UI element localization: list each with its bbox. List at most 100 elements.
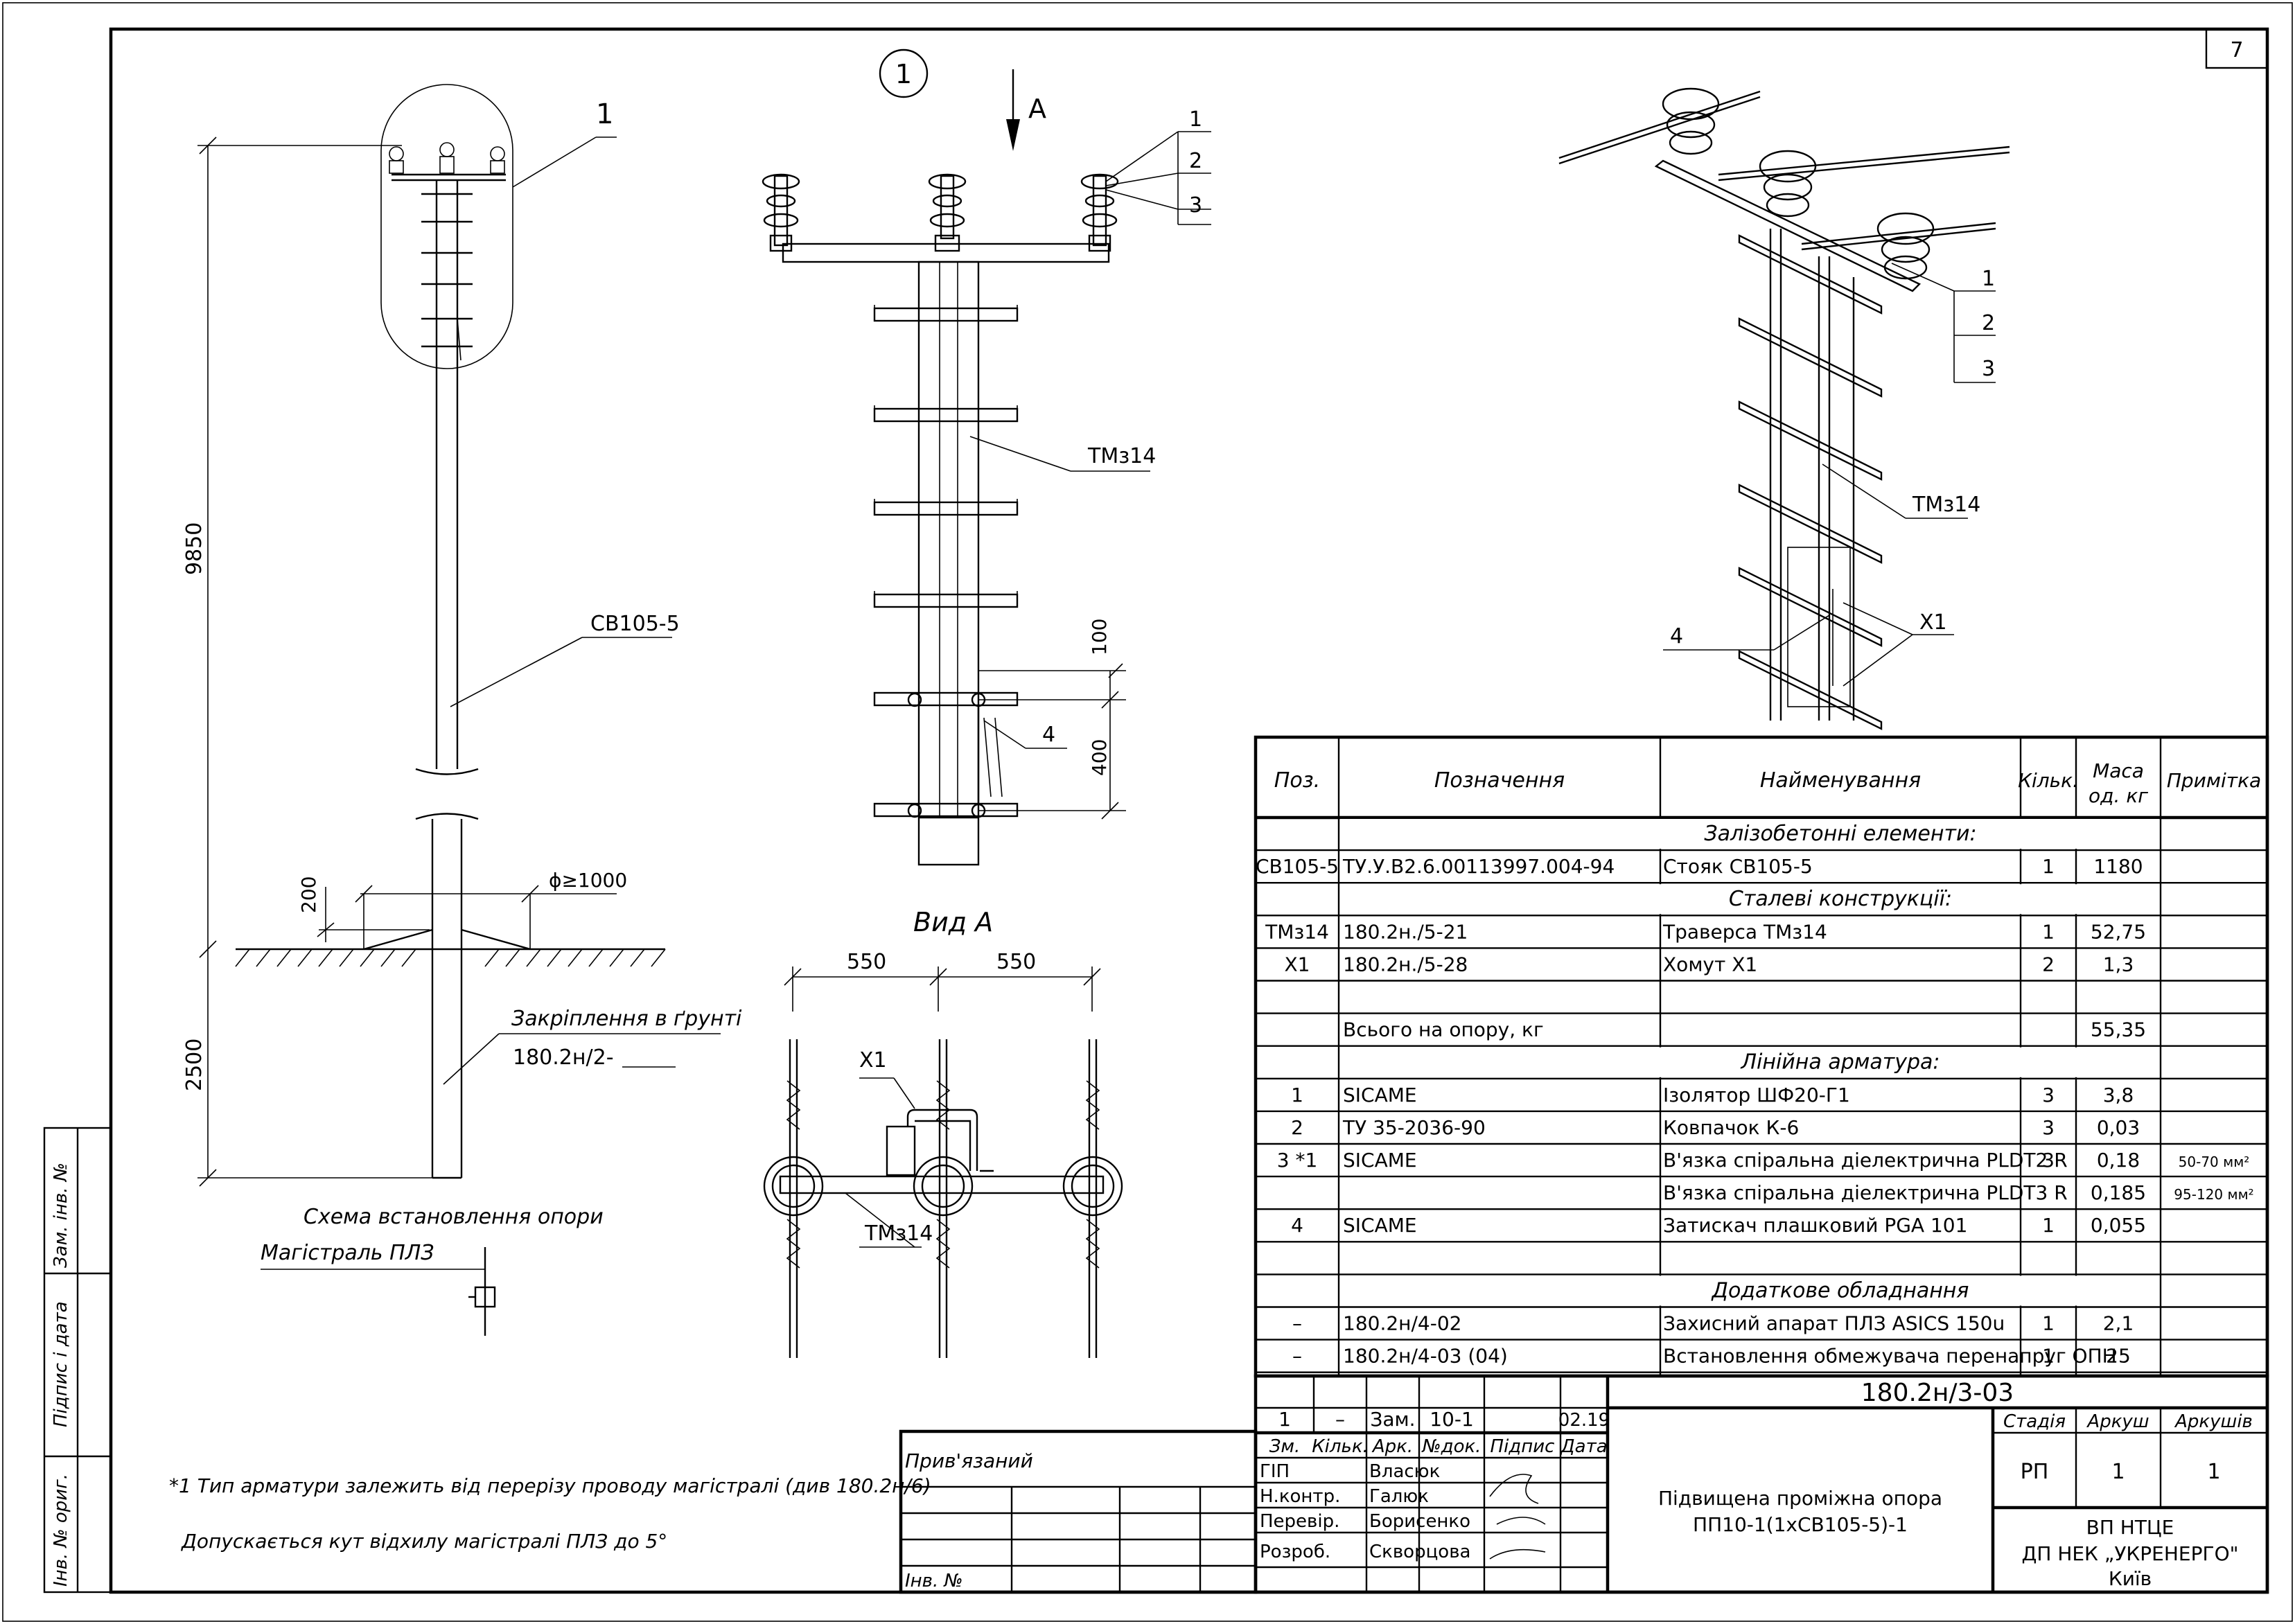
detail-crossarm-label: ТМз14: [1087, 444, 1156, 468]
section-row-bg: [1340, 1047, 2159, 1077]
spec-section-title: Залізобетонні елементи:: [1704, 822, 1976, 846]
spec-section-title: Додаткове обладнання: [1711, 1278, 1969, 1303]
iso-part-3: 3: [1982, 357, 1995, 381]
pole-general-view: 1 9850 2500 200: [182, 84, 742, 1336]
chg-h-1: Зм.: [1269, 1436, 1301, 1457]
spec-name: В'язка спіральна діелектрична PLDT2 R: [1663, 1149, 2068, 1172]
spec-designation: SICAME: [1343, 1084, 1417, 1106]
install-scheme-title: Схема встановлення опори: [304, 1205, 604, 1229]
spec-name: Траверса ТМз14: [1662, 920, 1827, 943]
signature-marks: [1489, 1474, 1546, 1560]
spec-name: Захисний апарат ПЛЗ ASICS 150u: [1663, 1312, 2005, 1335]
title-block: 1 – Зам. 10-1 02.19 Зм. Кільк. Арк. №док…: [1254, 1374, 2269, 1594]
title-line-1: Підвищена проміжна опора: [1658, 1487, 1942, 1510]
zam-inv-label: Зам. інв. №: [51, 1163, 71, 1268]
spec-mass: 0,03: [2097, 1116, 2140, 1139]
chg-h-3: Арк.: [1371, 1436, 1413, 1457]
role-2: Н.контр.: [1260, 1486, 1340, 1507]
spec-qty: 3: [2042, 1116, 2055, 1139]
spec-header-mass: Маса: [2093, 759, 2144, 782]
drawing-code: 180.2н/3-03: [1861, 1379, 2014, 1407]
spec-header-designation: Позначення: [1434, 768, 1565, 793]
spec-designation: 180.2н/4-02: [1343, 1312, 1461, 1335]
sheets-value: 1: [2207, 1460, 2220, 1484]
dim-200: 200: [297, 876, 320, 913]
sheet-number-box: 7: [2205, 28, 2269, 69]
spec-mass: 52,75: [2091, 920, 2146, 943]
spec-designation: 180.2н/4-03 (04): [1343, 1345, 1508, 1368]
chg-h-4: №док.: [1421, 1436, 1481, 1457]
dim-2500: 2500: [182, 1039, 206, 1091]
view-a-crossarm-label: ТМз14: [864, 1221, 933, 1246]
spec-designation: 180.2н./5-21: [1343, 920, 1468, 943]
dim-550-right: 550: [996, 950, 1036, 974]
stage-header: Стадія: [2003, 1411, 2066, 1432]
spec-pos: 3 *1: [1277, 1149, 1318, 1172]
spec-qty: 3: [2042, 1084, 2055, 1106]
role-1: ГІП: [1260, 1461, 1290, 1482]
spec-qty: 1: [2042, 1214, 2055, 1237]
iso-part-1: 1: [1982, 267, 1995, 291]
spec-pos: –: [1292, 1312, 1302, 1335]
note-1: *1 Тип арматури залежить від перерізу пр…: [169, 1474, 931, 1497]
pryviazanyi-label: Прив'язаний: [905, 1449, 1033, 1472]
spec-pos: ТМз14: [1265, 920, 1329, 943]
name-4: Скворцова: [1369, 1542, 1470, 1562]
org-line-3: Київ: [2109, 1567, 2152, 1590]
spec-designation: SICAME: [1343, 1214, 1417, 1237]
iso-clamp-label: Х1: [1919, 610, 1947, 635]
spec-header-name: Найменування: [1760, 768, 1921, 793]
spec-qty: 1: [2042, 1345, 2055, 1368]
name-3: Борисенко: [1369, 1511, 1470, 1532]
spec-name: Стояк СВ105-5: [1663, 855, 1813, 878]
spec-header-note: Примітка: [2167, 769, 2261, 792]
spec-pos: СВ105-5: [1256, 855, 1339, 878]
role-3: Перевір.: [1260, 1511, 1339, 1532]
spec-pos: Х1: [1285, 953, 1310, 976]
section-row-bg: [1340, 819, 2159, 849]
inv-origin-label: Інв. № ориг.: [51, 1474, 71, 1587]
spec-designation: 180.2н./5-28: [1343, 953, 1468, 976]
anchoring-label: Закріплення в ґрунті: [511, 1007, 742, 1031]
left-stamp: Зам. інв. № Підпис і дата Інв. № ориг.: [43, 1127, 112, 1594]
spec-name: Ковпачок К-6: [1663, 1116, 1799, 1139]
spec-mass: 2,1: [2103, 1312, 2134, 1335]
chg-6: 02.19: [1558, 1410, 1610, 1431]
detail-part-1: 1: [1189, 107, 1202, 132]
stage-value: РП: [2021, 1460, 2049, 1484]
chg-h-2: Кільк.: [1312, 1436, 1369, 1457]
spec-header-pos: Поз.: [1274, 768, 1320, 793]
detail-view-1: 1 А: [762, 48, 1211, 937]
org-line-2: ДП НЕК „УКРЕНЕРГО": [2021, 1542, 2238, 1565]
iso-part-4: 4: [1670, 624, 1683, 648]
iso-crossarm-label: ТМз14: [1912, 493, 1980, 517]
spec-note: 95-120 мм²: [2174, 1186, 2253, 1203]
name-2: Галюк: [1369, 1486, 1429, 1507]
sheets-header: Аркушів: [2174, 1411, 2253, 1432]
spec-designation: ТУ 35-2036-90: [1342, 1116, 1486, 1139]
spec-mass: 0,18: [2097, 1149, 2140, 1172]
spec-pos: 2: [1291, 1116, 1303, 1139]
dim-100: 100: [1088, 619, 1111, 655]
view-a: 550 550 Х1: [763, 950, 1123, 1358]
spec-mass: 0,055: [2091, 1214, 2146, 1237]
spec-pos: –: [1292, 1345, 1302, 1368]
name-1: Власюк: [1369, 1461, 1440, 1482]
sheet-header: Аркуш: [2086, 1411, 2149, 1432]
spec-qty: 3: [2042, 1149, 2055, 1172]
spec-name: Хомут Х1: [1663, 953, 1757, 976]
spec-qty: 1: [2042, 1312, 2055, 1335]
spec-name: Затискач плашковий PGA 101: [1663, 1214, 1967, 1237]
spec-designation: ТУ.У.В2.6.00113997.004-94: [1342, 855, 1615, 878]
dim-diameter: ϕ≥1000: [549, 869, 627, 892]
line-label: Магістраль ПЛЗ: [261, 1241, 434, 1265]
spec-section-title: Лінійна арматура:: [1740, 1050, 1940, 1075]
spec-qty: 1: [2042, 920, 2055, 943]
detail-part-4: 4: [1042, 723, 1055, 747]
view-arrow-label: А: [1028, 94, 1046, 124]
inv-no-label: Інв. №: [905, 1571, 963, 1591]
spec-mass: 55,35: [2091, 1018, 2146, 1041]
spec-qty: 2: [2042, 953, 2055, 976]
chg-4: 10-1: [1430, 1408, 1474, 1431]
org-line-1: ВП НТЦЕ: [2086, 1516, 2174, 1539]
